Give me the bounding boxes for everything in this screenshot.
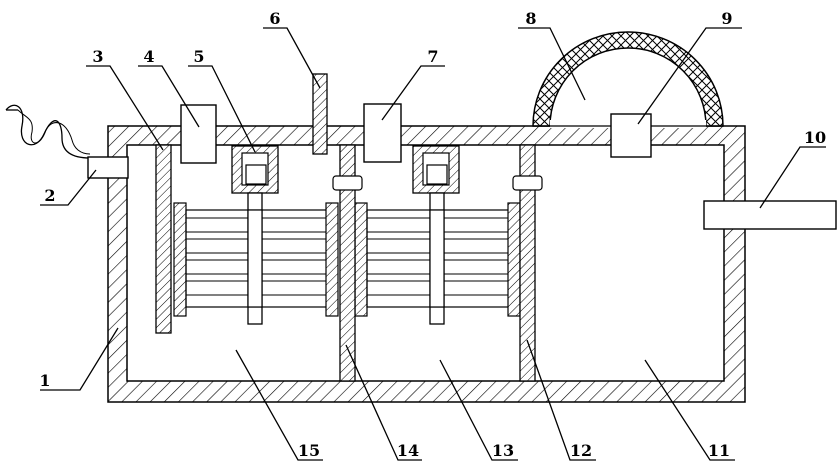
leader-lines [40, 27, 826, 461]
baffle-plate [155, 144, 172, 334]
sensor-block-9 [610, 113, 652, 158]
sensor-block-7 [363, 103, 402, 163]
filter-assembly-1 [173, 202, 339, 317]
label-8: 8 [525, 9, 536, 28]
label-14: 14 [397, 441, 419, 460]
sensor-block-4 [180, 104, 217, 164]
inlet-pipe [87, 156, 129, 179]
partition-14 [332, 144, 363, 382]
outlet-pipe [703, 200, 837, 230]
label-1: 1 [39, 371, 50, 390]
label-2: 2 [44, 186, 55, 205]
label-13: 13 [492, 441, 514, 460]
filter-assembly-2 [354, 202, 521, 317]
label-5: 5 [193, 47, 204, 66]
inlet-hose [5, 104, 91, 159]
partition-12 [512, 144, 543, 382]
label-7: 7 [427, 47, 438, 66]
label-3: 3 [92, 47, 103, 66]
label-11: 11 [708, 441, 730, 460]
label-10: 10 [804, 128, 826, 147]
labels: 1 2 3 4 5 6 7 8 9 10 11 12 13 14 15 [39, 9, 826, 460]
label-12: 12 [570, 441, 592, 460]
label-4: 4 [143, 47, 154, 66]
adjusting-rod [312, 73, 328, 155]
label-15: 15 [298, 441, 320, 460]
label-6: 6 [269, 9, 280, 28]
label-9: 9 [721, 9, 732, 28]
